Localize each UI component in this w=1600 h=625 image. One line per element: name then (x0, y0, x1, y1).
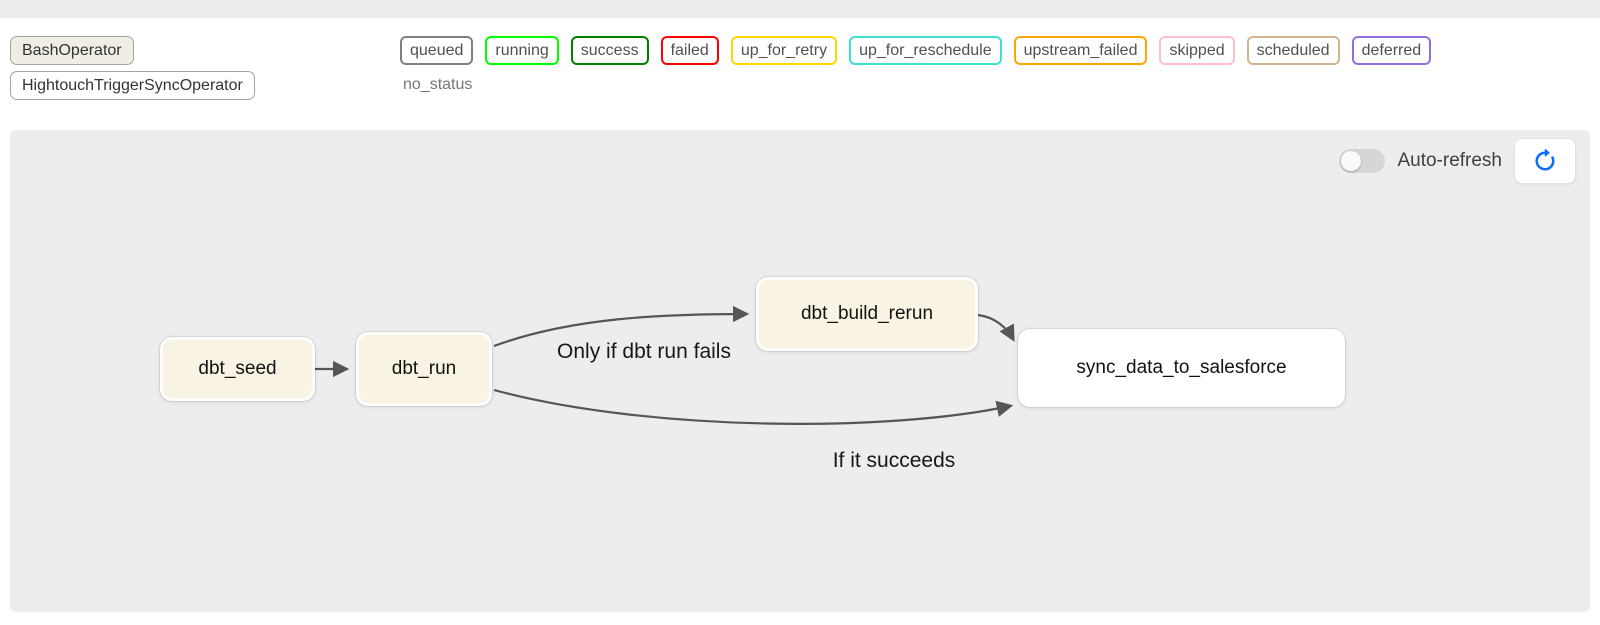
edge-label: Only if dbt run fails (557, 340, 731, 363)
dag-graph-panel: Auto-refresh dbt_seed dbt_run dbt_build_re… (10, 130, 1590, 612)
edge-dbt_run-to-dbt_build_rerun (493, 305, 750, 348)
state-badge-running[interactable]: running (485, 36, 559, 65)
auto-refresh-label: Auto-refresh (1397, 150, 1502, 171)
edge-dbt_build_rerun-to-sync_data_to_salesforce (977, 313, 1015, 342)
top-strip (0, 0, 1600, 18)
state-legend: queued running success failed up_for_retry up… (400, 36, 1432, 65)
refresh-button[interactable] (1514, 138, 1576, 184)
state-badge-up_for_retry[interactable]: up_for_retry (730, 36, 838, 65)
state-badge-skipped[interactable]: skipped (1159, 36, 1235, 65)
edge-label: If it succeeds (832, 449, 956, 472)
no-status-label: no_status (403, 76, 473, 93)
state-badge-failed[interactable]: failed (660, 36, 719, 65)
state-badge-queued[interactable]: queued (400, 36, 474, 65)
operator-badge-BashOperator[interactable]: BashOperator (10, 36, 134, 65)
edge-dbt_run-to-sync_data_to_salesforce (493, 388, 1014, 425)
state-badge-up_for_reschedule[interactable]: up_for_reschedule (849, 36, 1002, 65)
node-layer: dbt_seed dbt_run dbt_build_rerun sync_data_… (10, 130, 1590, 612)
operator-badge-HightouchTriggerSyncOperator[interactable]: HightouchTriggerSyncOperator (10, 71, 255, 100)
auto-refresh-toggle[interactable] (1339, 149, 1386, 173)
task-node-sync_data_to_salesforce[interactable]: sync_data_to_salesforce (1018, 329, 1345, 407)
state-badge-success[interactable]: success (570, 36, 649, 65)
task-node-dbt_seed[interactable]: dbt_seed (160, 337, 315, 401)
state-badge-deferred[interactable]: deferred (1351, 36, 1432, 65)
task-node-dbt_run[interactable]: dbt_run (356, 332, 492, 406)
graph-toolbar: Auto-refresh (1339, 138, 1576, 184)
toggle-knob (1341, 151, 1362, 171)
state-badge-upstream_failed[interactable]: upstream_failed (1013, 36, 1148, 65)
task-node-dbt_build_rerun[interactable]: dbt_build_rerun (756, 277, 978, 351)
refresh-icon (1533, 149, 1557, 173)
state-badge-scheduled[interactable]: scheduled (1246, 36, 1340, 65)
edge-layer (315, 305, 1015, 425)
